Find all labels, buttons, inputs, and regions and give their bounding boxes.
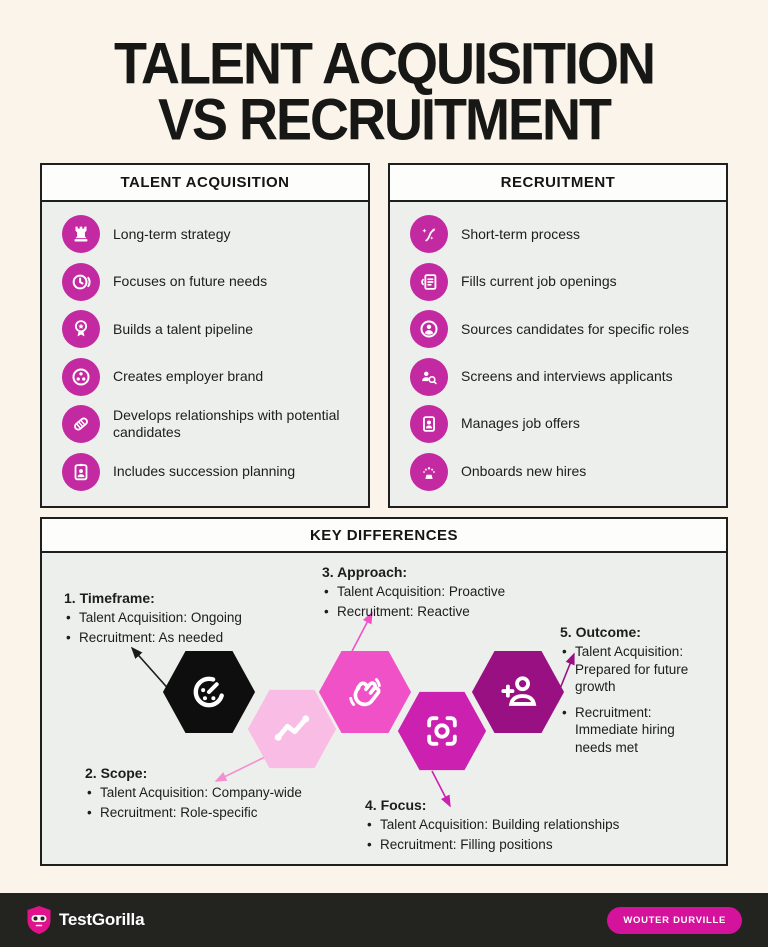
list-item-label: Short-term process: [461, 225, 581, 242]
key-point-bullet: Talent Acquisition: Proactive: [322, 583, 505, 601]
key-point-timeframe: 1. Timeframe: Talent Acquisition: Ongoin…: [64, 590, 242, 648]
key-point-bullet: Recruitment: As needed: [64, 629, 242, 647]
page-title: TALENT ACQUISITION VS RECRUITMENT: [0, 31, 768, 154]
key-point-outcome: 5. Outcome: Talent Acquisition: Prepared…: [560, 624, 712, 764]
list-item: Short-term process: [390, 215, 726, 254]
hex-focus: [397, 691, 487, 771]
hexagon-shape: [471, 650, 565, 734]
list-item-label: Manages job offers: [461, 415, 580, 432]
recruitment-header: RECRUITMENT: [390, 165, 726, 202]
key-point-bullet: Recruitment: Reactive: [322, 603, 505, 621]
testgorilla-logo: [27, 906, 51, 934]
key-point-bullet: Recruitment: Role-specific: [85, 804, 302, 822]
key-point-heading: 5. Outcome:: [560, 624, 641, 640]
list-item-label: Creates employer brand: [113, 367, 264, 384]
list-item-label: Develops relationships with potential ca…: [113, 406, 340, 441]
key-point-bullet: Talent Acquisition: Building relationshi…: [365, 816, 619, 834]
page-title-line1: TALENT ACQUISITION: [114, 31, 656, 97]
footer-bar: TestGorilla WOUTER DURVILLE: [0, 893, 768, 947]
focus-icon: [427, 716, 457, 746]
testgorilla-brand: TestGorilla: [26, 905, 145, 935]
list-item-label: Builds a talent pipeline: [113, 320, 254, 337]
succession-badge-icon: [62, 452, 100, 491]
key-point-heading: 4. Focus:: [365, 797, 427, 813]
list-item: Sources candidates for specific roles: [390, 310, 726, 349]
list-item-label: Fills current job openings: [461, 273, 617, 290]
list-item: Builds a talent pipeline: [42, 310, 368, 349]
list-item: Fills current job openings: [390, 262, 726, 301]
key-point-bullet: Recruitment: Filling positions: [365, 836, 619, 854]
key-point-bullet: Talent Acquisition: Company-wide: [85, 784, 302, 802]
medal-icon: [62, 310, 100, 349]
author-badge: WOUTER DURVILLE: [607, 906, 742, 934]
list-item: Long-term strategy: [42, 215, 368, 254]
key-point-approach: 3. Approach: Talent Acquisition: Proacti…: [322, 564, 505, 622]
key-point-scope: 2. Scope: Talent Acquisition: Company-wi…: [85, 765, 302, 823]
key-differences-header: KEY DIFFERENCES: [42, 519, 726, 553]
list-item-label: Screens and interviews applicants: [461, 367, 673, 384]
key-point-bullet: Talent Acquisition: Ongoing: [64, 609, 242, 627]
list-item-label: Sources candidates for specific roles: [461, 320, 689, 337]
talent-acquisition-list: Long-term strategy Focuses on future nee…: [42, 202, 368, 504]
list-item: Screens and interviews applicants: [390, 357, 726, 396]
page-title-line2: VS RECRUITMENT: [157, 88, 612, 154]
hex-timeframe: [162, 650, 256, 734]
list-item: Focuses on future needs: [42, 262, 368, 301]
list-item-label: Focuses on future needs: [113, 273, 268, 290]
list-item: Creates employer brand: [42, 357, 368, 396]
list-item: Includes succession planning: [42, 452, 368, 491]
job-openings-icon: [410, 262, 448, 301]
hexagon-shape: [318, 650, 412, 734]
screening-icon: [410, 357, 448, 396]
key-point-focus: 4. Focus: Talent Acquisition: Building r…: [365, 797, 619, 855]
list-item: Onboards new hires: [390, 452, 726, 491]
key-differences-diagram: 1. Timeframe: Talent Acquisition: Ongoin…: [42, 553, 726, 864]
rook-icon: [62, 215, 100, 254]
key-differences-panel: KEY DIFFERENCES: [40, 517, 728, 866]
hex-approach: [318, 650, 412, 734]
person-circle-icon: [410, 310, 448, 349]
hex-scope: [247, 689, 337, 769]
key-point-bullet: Talent Acquisition: Prepared for future …: [560, 643, 712, 696]
employer-brand-icon: [62, 357, 100, 396]
key-point-heading: 2. Scope:: [85, 765, 148, 781]
trend-icon: [274, 715, 310, 741]
id-card-icon: [410, 405, 448, 444]
clock-icon: [62, 262, 100, 301]
list-item-label: Long-term strategy: [113, 225, 231, 242]
recruitment-list: Short-term process Fills current job ope…: [390, 202, 726, 504]
talent-acquisition-panel: TALENT ACQUISITION Long-term strategy Fo…: [40, 163, 370, 508]
waving-hand-icon: [349, 678, 381, 707]
onboarding-icon: [410, 452, 448, 491]
recruitment-panel: RECRUITMENT Short-term process Fills cur…: [388, 163, 728, 508]
talent-acquisition-header: TALENT ACQUISITION: [42, 165, 368, 202]
list-item: Develops relationships with potential ca…: [42, 405, 368, 444]
process-arrow-icon: [410, 215, 448, 254]
handshake-icon: [62, 405, 100, 444]
hex-outcome: [471, 650, 565, 734]
list-item: Manages job offers: [390, 405, 726, 444]
key-point-heading: 1. Timeframe:: [64, 590, 155, 606]
brand-name: TestGorilla: [59, 910, 145, 929]
person-add-icon: [501, 676, 537, 706]
list-item-label: Includes succession planning: [113, 462, 296, 479]
timer-icon: [193, 676, 225, 708]
key-point-bullet: Recruitment: Immediate hiring needs met: [560, 704, 712, 757]
hexagon-shape: [397, 691, 487, 771]
list-item-label: Onboards new hires: [461, 462, 587, 479]
key-point-heading: 3. Approach:: [322, 564, 408, 580]
